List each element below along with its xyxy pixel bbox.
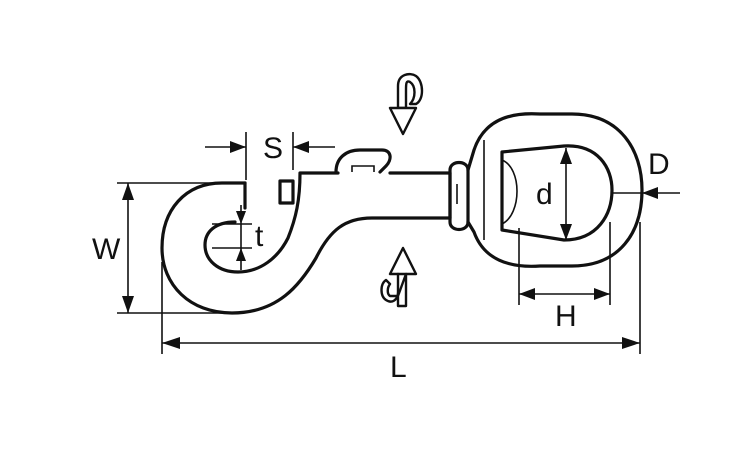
thumb-lever-hinge (351, 165, 375, 172)
big-d-arrowhead (642, 187, 658, 199)
w-arrowhead-top (122, 183, 134, 200)
eye-outer-outline (466, 112, 644, 268)
s-arrowhead-right (293, 141, 309, 153)
hook-inner-outline (203, 171, 340, 274)
t-arrowhead-top (236, 211, 246, 224)
dimension-s: S (205, 132, 335, 180)
rotate-arrow-up-loop (380, 272, 400, 303)
d-arrowhead-bottom (560, 224, 572, 240)
rotate-arrow-up-head (388, 246, 418, 276)
w-label: W (92, 233, 121, 266)
eye-inner-crescent (501, 159, 518, 225)
collar-outline (448, 160, 470, 232)
l-arrowhead-left (162, 337, 180, 349)
rotate-arrow-down-icon (388, 72, 424, 136)
h-arrowhead-right (594, 288, 610, 300)
dimension-l: L (161, 222, 641, 384)
d-arrowhead-top (560, 148, 572, 164)
d-label: d (536, 178, 553, 211)
l-arrowhead-right (622, 337, 640, 349)
s-arrowhead-left (230, 141, 246, 153)
l-label: L (390, 351, 407, 384)
swivel-eye (466, 112, 644, 268)
h-arrowhead-left (519, 288, 535, 300)
thumb-lever (334, 148, 392, 174)
w-arrowhead-bottom (122, 296, 134, 313)
dimension-t: t (212, 205, 264, 270)
dimension-d-outer: D (612, 148, 680, 199)
dimension-w: W (92, 182, 243, 314)
rotate-arrow-down-head (388, 106, 418, 136)
rotate-arrow-down-loop (396, 72, 424, 110)
gate-end-block (278, 179, 295, 205)
s-label: S (263, 132, 283, 165)
dimension-d-inner: d (536, 148, 572, 240)
big-d-label: D (648, 148, 670, 181)
dimension-h: H (518, 222, 611, 333)
eye-inner-opening (500, 144, 614, 242)
swivel-collar (448, 160, 470, 232)
t-label: t (255, 220, 264, 253)
rotate-arrow-up-icon (380, 246, 418, 308)
h-label: H (555, 300, 577, 333)
t-arrowhead-bottom (236, 248, 246, 261)
rotate-arrow-up-tail (396, 272, 408, 308)
hook-outer-outline (160, 181, 452, 315)
